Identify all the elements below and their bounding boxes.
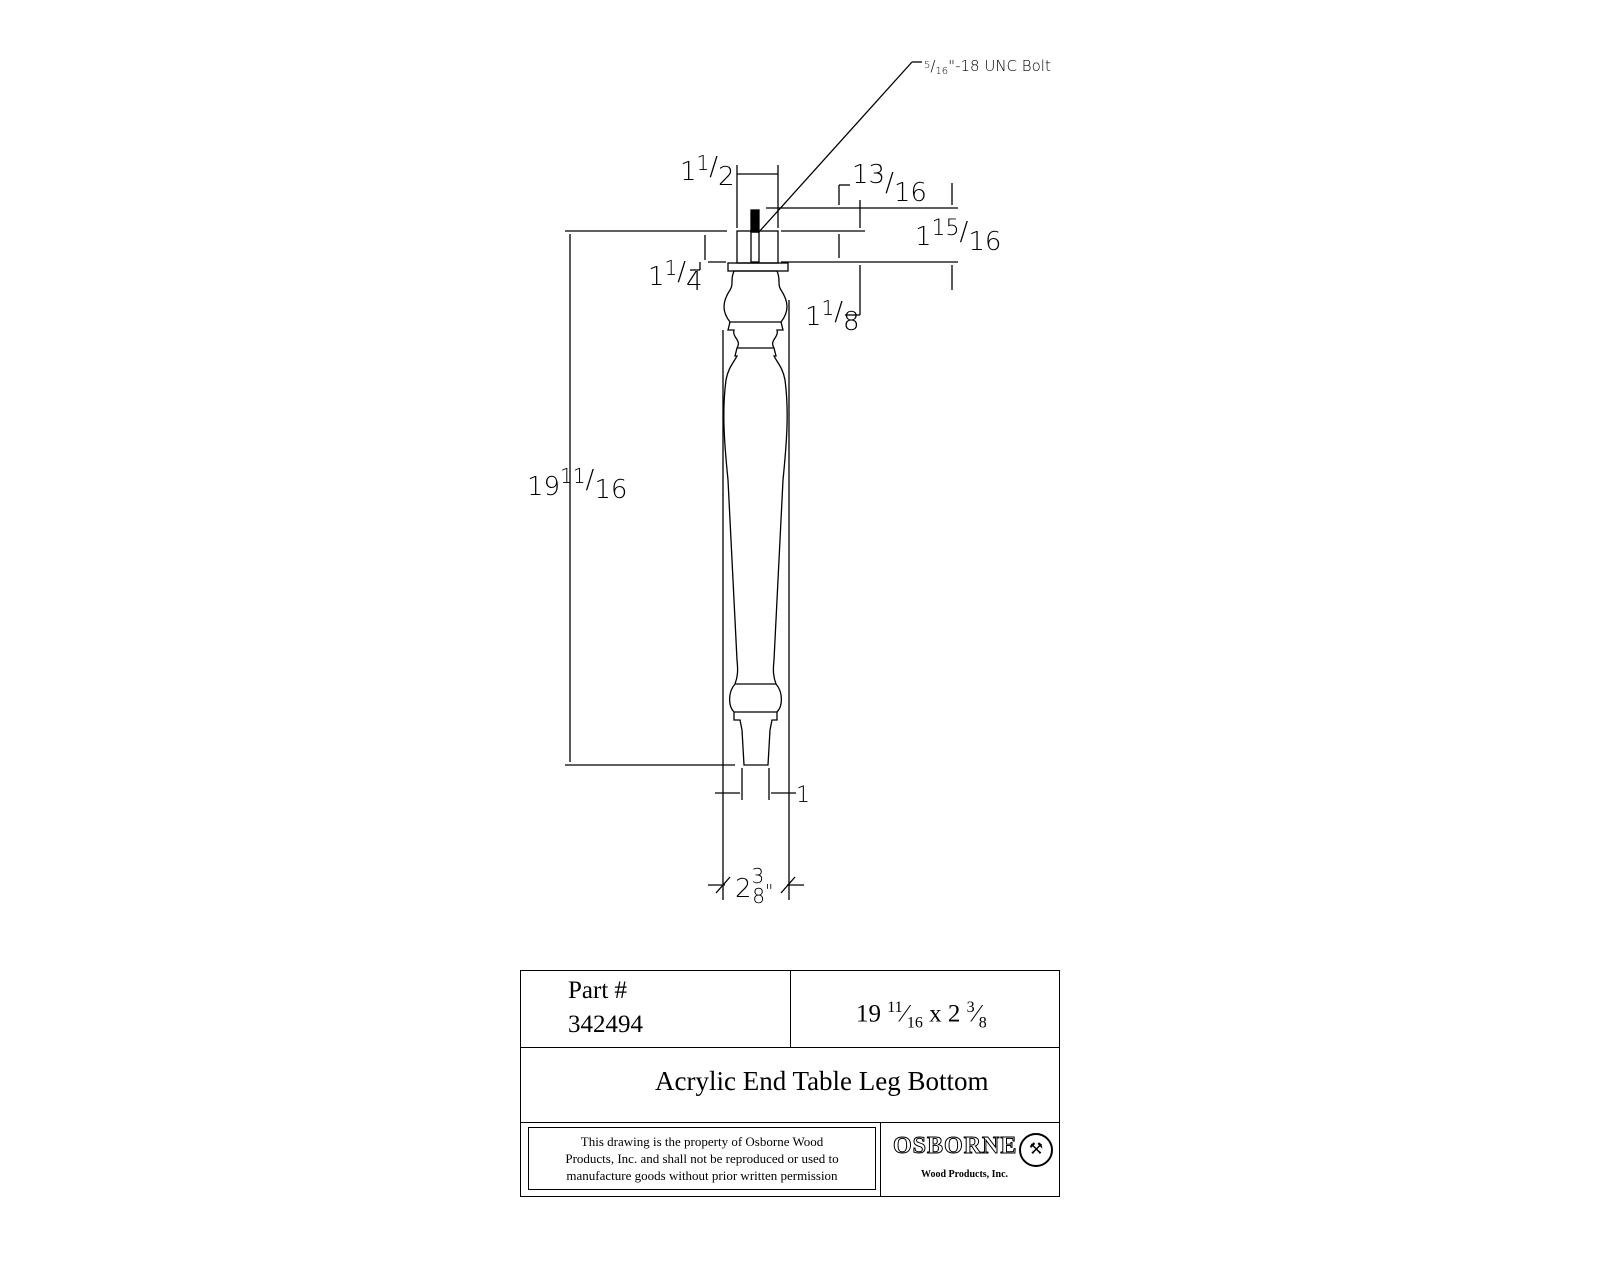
part-number: 342494 (568, 1011, 643, 1038)
leg-profile (723, 270, 788, 766)
svg-text:238": 238" (735, 864, 773, 908)
copyright-notice: This drawing is the property of Osborne … (528, 1127, 876, 1190)
svg-text:13/16: 13/16 (852, 160, 927, 208)
hammer-icon: ⚒ (1019, 1133, 1053, 1167)
osborne-logo: OSBORNE ⚒ Wood Products, Inc. (892, 1131, 1053, 1191)
svg-text:5/16"-18 UNC Bolt: 5/16"-18 UNC Bolt (924, 57, 1051, 77)
bolt-thread (750, 209, 760, 233)
part-label: Part # (568, 977, 628, 1004)
bolt-leader-line (757, 61, 913, 234)
dowel (736, 230, 779, 264)
part-description: Acrylic End Table Leg Bottom (655, 1066, 989, 1096)
leg-cap (727, 262, 789, 272)
svg-text:115/16: 115/16 (915, 216, 1001, 257)
part-size: 19 11⁄16 x 2 3⁄8 (856, 999, 987, 1032)
svg-text:11/8: 11/8 (805, 296, 860, 337)
svg-text:11/2: 11/2 (680, 151, 735, 192)
dimension-labels: 11/2 13/16 115/16 11/4 11/8 1911/16 1 23… (527, 151, 1001, 908)
svg-text:1911/16: 1911/16 (527, 464, 627, 505)
bolt-shank (750, 231, 760, 263)
title-block: Part # 342494 19 11⁄16 x 2 3⁄8 Acrylic E… (520, 970, 1060, 1197)
svg-text:1: 1 (796, 783, 810, 808)
svg-text:11/4: 11/4 (648, 256, 703, 297)
